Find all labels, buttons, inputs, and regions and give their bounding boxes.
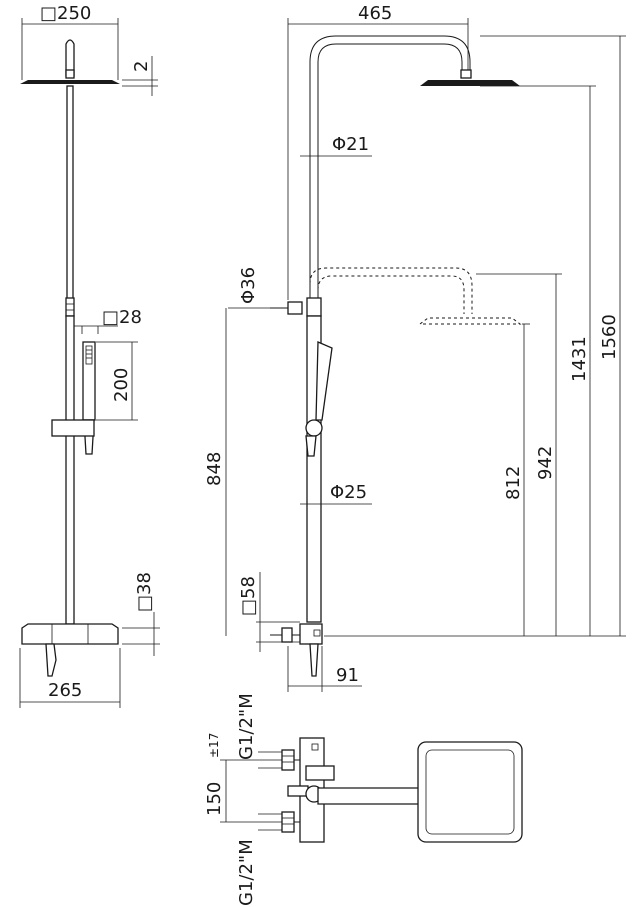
side-shower-head	[420, 80, 520, 86]
dim-height-942: 942	[535, 446, 556, 480]
front-shower-head	[20, 80, 120, 84]
top-view: G1/2"M ±17 150 G1/2"M	[204, 693, 523, 906]
dim-head-thickness: 2	[131, 61, 152, 72]
dim-spacing-150: 150	[204, 782, 225, 816]
side-view: 465 Φ21 Φ36 Φ25 848	[204, 3, 626, 692]
dim-arm-length: 465	[358, 3, 392, 24]
dim-height-1431: 1431	[569, 336, 590, 382]
dim-head-width: □250	[40, 3, 91, 24]
dim-fitting-diam: Φ36	[238, 267, 259, 304]
dim-pipe-diam-lower: Φ25	[330, 482, 367, 503]
dim-offset-91: 91	[336, 665, 359, 686]
dim-square-58: □58	[238, 576, 259, 616]
label-tolerance: ±17	[207, 733, 221, 758]
label-connection-top: G1/2"M	[236, 693, 257, 760]
top-view-shower-head	[417, 741, 523, 843]
dim-height-1560: 1560	[599, 314, 620, 360]
dim-base-width: 265	[48, 680, 82, 701]
dim-height-848: 848	[204, 452, 225, 486]
dim-square-38: □38	[134, 572, 155, 612]
dim-pipe-diam-upper: Φ21	[332, 134, 369, 155]
label-connection-bottom: G1/2"M	[236, 839, 257, 906]
dim-hand-square: □28	[102, 307, 142, 328]
dim-height-812: 812	[503, 466, 524, 500]
front-view: □250 2 □28 200	[19, 3, 160, 708]
dim-hand-length: 200	[111, 368, 132, 402]
